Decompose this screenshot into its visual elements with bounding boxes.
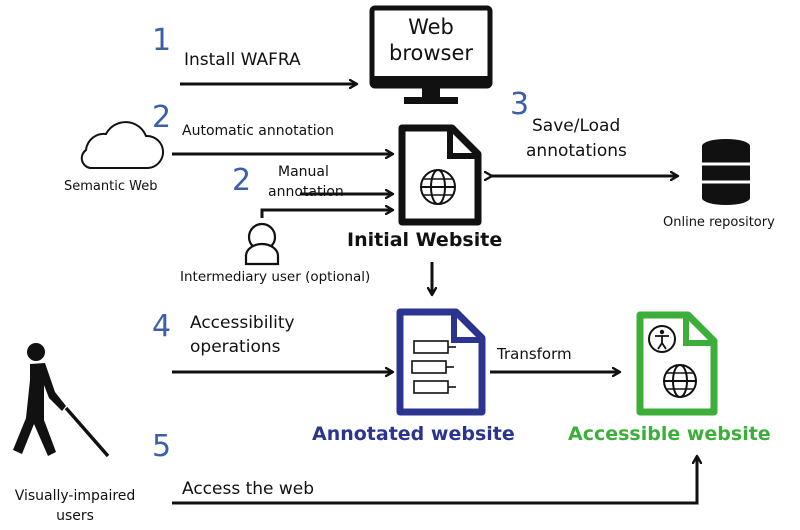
accessibility-operations-label-line2: operations [190,337,281,357]
save-load-label-line1: Save/Load [532,116,621,136]
semantic-web-label: Semantic Web [64,179,158,194]
web-browser-label-line1: Web [408,15,454,39]
intermediary-user-label: Intermediary user (optional) [180,269,371,285]
manual-annotation-label-line1: Manual [278,164,329,180]
step-number-2-automatic: 2 [152,100,172,135]
annotated-document-icon [396,308,486,416]
accessibility-operations-label-line1: Accessibility [190,313,295,333]
visually-impaired-label-line1: Visually-impaired [14,488,136,504]
step-number-2-manual: 2 [232,163,252,198]
transform-label: Transform [497,345,572,363]
access-web-label: Access the web [182,479,315,499]
user-icon [244,222,280,266]
annotated-website-label: Annotated website [312,423,515,445]
document-globe-icon [398,124,482,226]
step-number-5: 5 [152,429,172,464]
manual-annotation-label-line2: annotation [268,184,344,200]
accessible-website-label: Accessible website [568,423,771,445]
web-browser-label-line2: browser [388,41,474,65]
blind-person-icon [13,343,110,458]
manual-annotation-arrow-bottom [260,210,393,218]
step-number-1: 1 [152,23,172,58]
save-load-label-line2: annotations [526,141,627,161]
cloud-icon [80,121,164,169]
automatic-annotation-label: Automatic annotation [182,123,335,139]
accessible-document-icon [636,311,718,416]
access-web-arrow [172,456,697,505]
online-repository-label: Online repository [663,215,775,230]
step-number-4: 4 [152,309,172,344]
visually-impaired-label-line2: users [56,508,94,524]
monitor-icon [369,5,493,104]
database-icon [702,139,750,205]
initial-website-label: Initial Website [347,229,503,251]
step-number-3: 3 [510,87,530,122]
install-label: Install WAFRA [184,50,301,70]
